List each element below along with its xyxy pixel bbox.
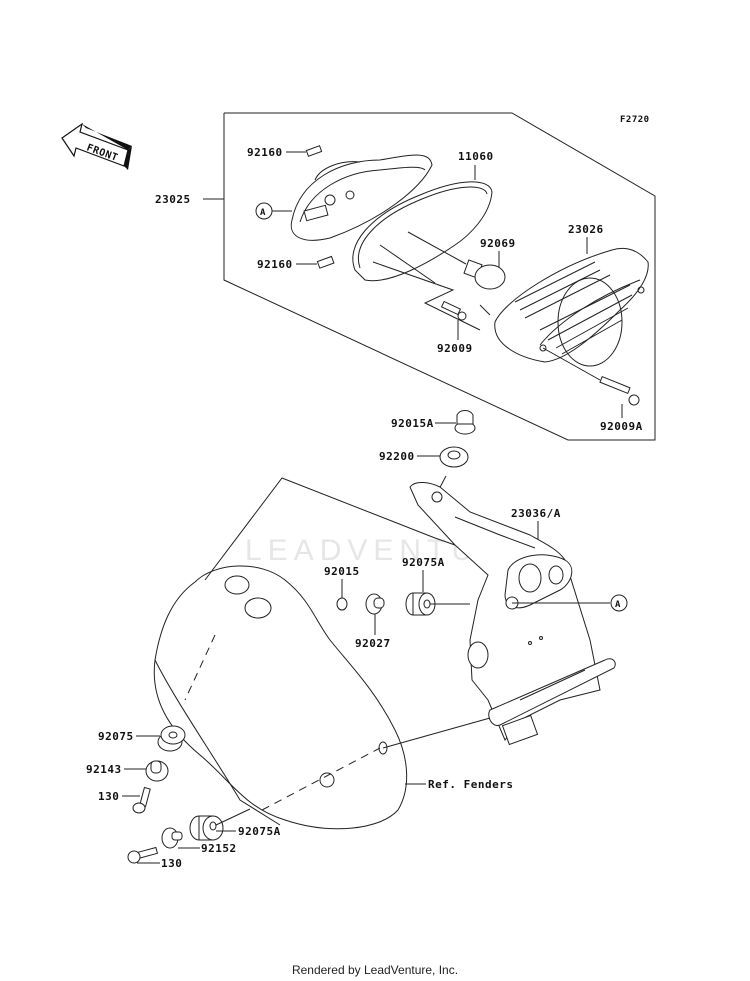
- label-11060[interactable]: 11060: [458, 150, 494, 163]
- collar-92027: [365, 593, 385, 615]
- washer-92200: [439, 446, 469, 468]
- collar-92143: [145, 760, 169, 782]
- label-92143[interactable]: 92143: [86, 763, 122, 776]
- label-92200[interactable]: 92200: [379, 450, 415, 463]
- label-23036A[interactable]: 23036/A: [511, 507, 561, 520]
- assembly-outline: [223, 112, 656, 441]
- nut-92015A: [454, 410, 476, 435]
- screw-92009A: [599, 375, 640, 406]
- label-92075A-bottom[interactable]: 92075A: [238, 825, 281, 838]
- label-130-top[interactable]: 130: [98, 790, 119, 803]
- label-92009[interactable]: 92009: [437, 342, 473, 355]
- figure-code: F2720: [620, 115, 650, 125]
- bracket-23036A: [409, 482, 616, 746]
- pin-92160: [305, 145, 323, 157]
- footer-credit: Rendered by LeadVenture, Inc.: [291, 963, 459, 977]
- label-23025[interactable]: 23025: [155, 193, 191, 206]
- screw-92009: [440, 300, 467, 321]
- callout-a: [610, 594, 628, 612]
- label-23026[interactable]: 23026: [568, 223, 604, 236]
- label-92075A-top[interactable]: 92075A: [402, 556, 445, 569]
- pin-92160: [316, 255, 335, 269]
- front-arrow-icon: FRONT: [61, 122, 132, 170]
- label-92069[interactable]: 92069: [480, 237, 516, 250]
- bulb-92069: [463, 259, 506, 290]
- label-92160-top[interactable]: 92160: [247, 146, 283, 159]
- label-92015[interactable]: 92015: [324, 565, 360, 578]
- bolt-130: [132, 786, 151, 814]
- nut-92015: [336, 597, 348, 611]
- rear-fender: [153, 565, 408, 830]
- svg-text:A: A: [615, 600, 621, 610]
- grommet-92075A: [189, 815, 224, 841]
- bolt-130: [127, 846, 159, 864]
- collar-92152: [161, 827, 183, 849]
- grommet-92075: [157, 725, 186, 752]
- label-92160-bottom[interactable]: 92160: [257, 258, 293, 271]
- label-92009A[interactable]: 92009A: [600, 420, 643, 433]
- taillight-housing: [290, 154, 433, 241]
- grommet-92075A: [405, 592, 436, 616]
- svg-text:A: A: [260, 208, 266, 218]
- label-92027[interactable]: 92027: [355, 637, 391, 650]
- lens-23026: [494, 247, 649, 367]
- label-92075[interactable]: 92075: [98, 730, 134, 743]
- label-130-bottom[interactable]: 130: [161, 857, 182, 870]
- label-ref-fenders[interactable]: Ref. Fenders: [428, 778, 513, 791]
- label-92015A[interactable]: 92015A: [391, 417, 434, 430]
- gasket-11060: [352, 181, 493, 282]
- label-92152[interactable]: 92152: [201, 842, 237, 855]
